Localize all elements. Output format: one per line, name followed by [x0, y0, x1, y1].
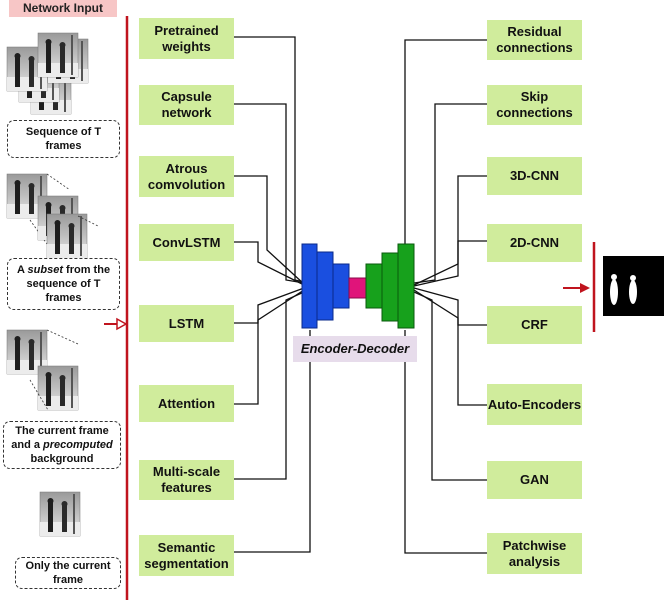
input-frames-current-background — [6, 329, 79, 411]
left-connectors — [234, 36, 311, 553]
box-patchwise-analysis: Patchwise analysis — [487, 533, 582, 574]
box-pretrained-weights: Pretrained weights — [139, 18, 234, 59]
box-semantic-segmentation: Semantic segmentation — [139, 535, 234, 576]
input-caption-4: Only the current frame — [15, 557, 121, 589]
box-lstm: LSTM — [139, 305, 234, 342]
decoder-block — [365, 243, 415, 329]
box-skip-connections: Skip connections — [487, 85, 582, 125]
box-capsule-network: Capsule network — [139, 85, 234, 125]
box-multi-scale-features: Multi-scale features — [139, 460, 234, 500]
box-attention: Attention — [139, 385, 234, 422]
encoder-block — [301, 243, 350, 329]
box-gan: GAN — [487, 461, 582, 499]
encoder-decoder-label: Encoder-Decoder — [293, 336, 417, 362]
input-caption-3: The current frame and a precomputed back… — [3, 421, 121, 469]
input-caption-1: Sequence of T frames — [7, 120, 120, 158]
output-arrowhead — [580, 283, 590, 293]
box-residual-connections: Residual connections — [487, 20, 582, 60]
box-auto-encoders: Auto-Encoders — [487, 384, 582, 425]
input-frames-sequence — [6, 32, 89, 115]
box-crf: CRF — [487, 306, 582, 344]
box-2d-cnn: 2D-CNN — [487, 224, 582, 262]
right-connectors — [404, 39, 487, 554]
box-convlstm: ConvLSTM — [139, 224, 234, 261]
network-input-label: Network Input — [9, 0, 117, 17]
box-3d-cnn: 3D-CNN — [487, 157, 582, 195]
input-arrowhead — [116, 317, 128, 331]
output-mask — [603, 256, 664, 316]
input-frames-subset — [6, 173, 99, 259]
box-atrous-convolution: Atrous comvolution — [139, 156, 234, 197]
bottleneck-block — [348, 277, 367, 299]
input-caption-2: A subset from the sequence of T frames — [7, 258, 120, 310]
input-frame-current — [39, 491, 81, 537]
